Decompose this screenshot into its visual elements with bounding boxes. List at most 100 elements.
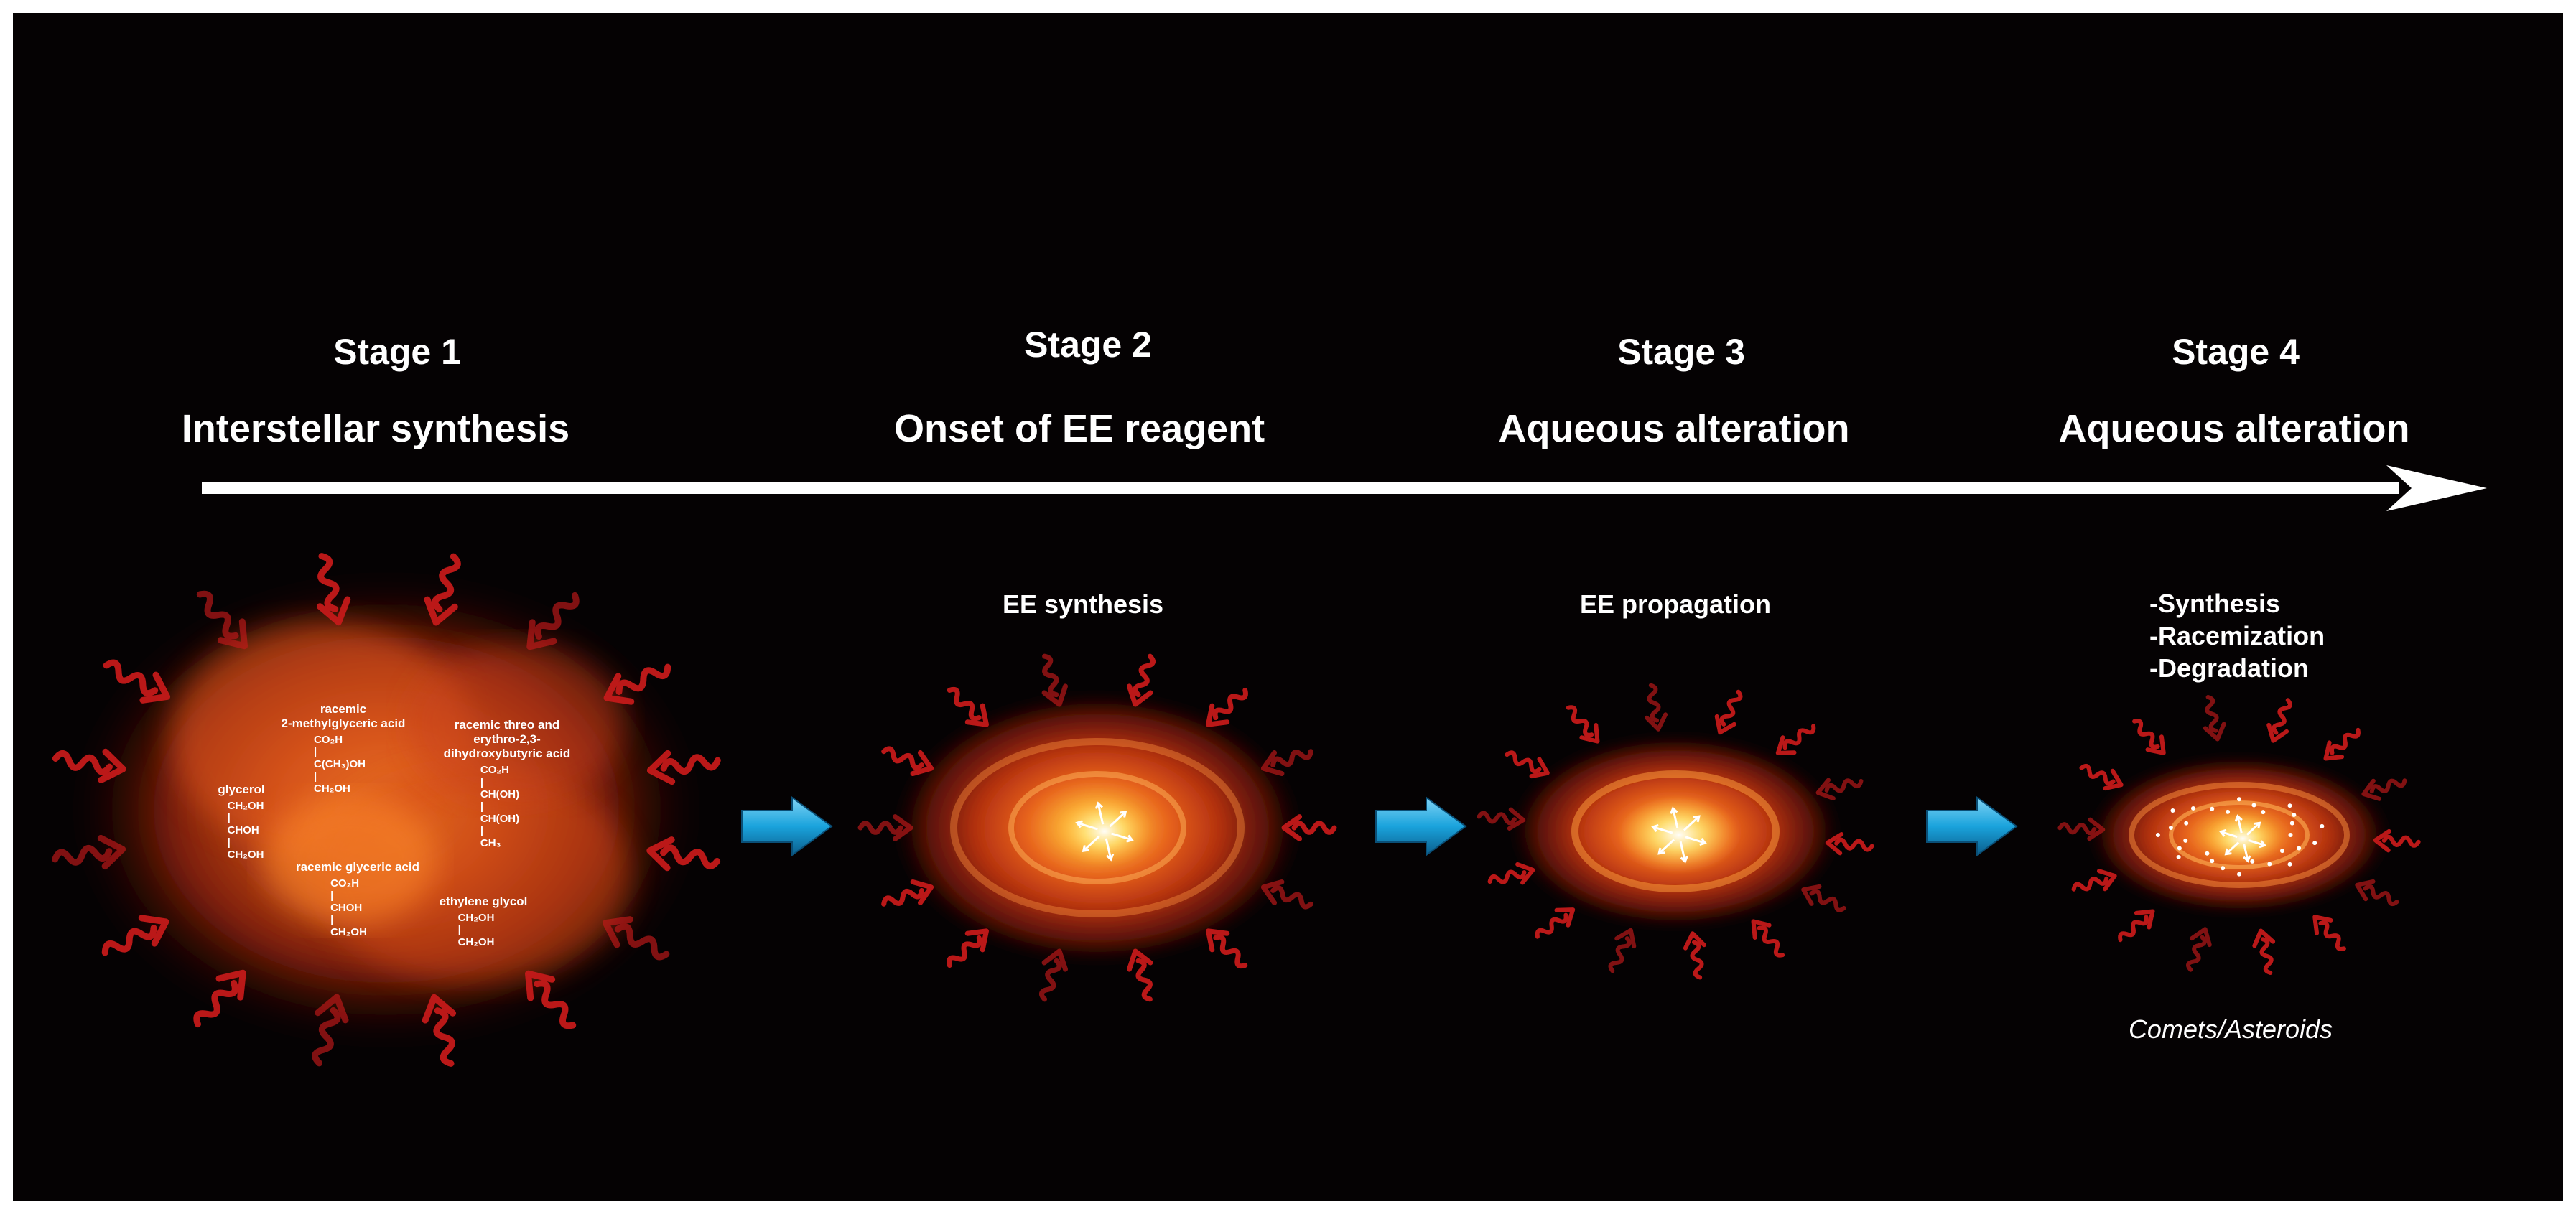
interstellar-cloud [78,580,695,1040]
radiation-arrow [881,746,934,777]
radiation-arrow [1477,807,1526,831]
internal-arrow [2236,816,2243,834]
radiation-arrow [646,750,721,785]
radiation-arrow [525,970,577,1029]
radiation-arrow [316,553,351,626]
radiation-arrow [424,553,461,626]
radiation-arrow [947,686,989,727]
radiation-arrow [2186,927,2212,972]
molecule-formula: CH₂OH | CHOH | CH₂OH [228,800,264,861]
particle-speck [2320,823,2325,828]
transition-arrow-2-3 [1375,796,1467,856]
radiation-arrow [1801,884,1846,912]
formula-line: | [330,890,334,902]
particle-speck [2279,849,2284,854]
outcome-racemization: -Racemization [2149,621,2325,650]
stage-1-title: Interstellar synthesis [181,407,570,450]
molecule-name: glycerol [218,783,265,796]
molecule-formula: CH₂OH | CH₂OH [458,912,495,948]
molecule-ethylene-glycol: ethylene glycol CH₂OH | CH₂OH [422,895,544,949]
formula-line: CH₂OH [330,926,367,938]
internal-arrow [2248,839,2266,846]
formula-line: | [480,800,484,813]
radiation-arrow [1206,928,1248,969]
radiation-arrow [2323,727,2361,761]
radiation-arrow [103,659,171,704]
stage-3-heading: Stage 3 [1617,332,1745,372]
internal-arrow [1672,808,1679,829]
particle-speck [2170,808,2175,813]
radiation-arrow [1535,907,1576,939]
formula-line: | [480,776,484,788]
particle-speck [2237,797,2241,802]
radiation-arrow [52,748,126,783]
internal-arrowhead [2254,821,2261,829]
radiation-arrow [312,994,349,1067]
radiation-arrow [2057,817,2106,841]
ee-propagation-disk [1510,734,1841,928]
molecule-name: erythro-2,3- [473,732,541,746]
stage-1-heading: Stage 1 [333,332,461,372]
internal-arrowhead [1094,801,1104,809]
particle-speck [2155,833,2160,837]
particle-speck [2168,825,2173,830]
stage-2-caption: EE synthesis [1002,589,1164,619]
particle-speck [2176,855,2181,860]
internal-arrowhead [2224,848,2232,856]
internal-arrowhead [1082,845,1089,852]
radiation-arrow [193,969,246,1028]
radiation-arrow [646,836,721,872]
radiation-arrow [2373,828,2421,853]
comets-asteroids-label: Comets/Asteroids [2128,1014,2333,1044]
internal-arrow [1111,832,1133,841]
radiation-arrow [422,994,457,1067]
particle-speck [2267,862,2272,867]
outcome-degradation: -Degradation [2149,653,2310,683]
formula-line: CHOH [227,824,259,836]
radiation-arrow [1645,683,1668,732]
internal-arrowhead [1120,811,1127,818]
formula-line: CH₂OH [457,936,495,948]
radiation-arrow [881,879,934,907]
radiation-arrow [947,928,989,968]
particle-speck [2292,812,2297,817]
internal-arrow [1105,838,1112,860]
formula-line: CHOH [330,902,363,914]
particle-speck [2289,821,2294,826]
formula-line: | [330,914,334,926]
formula-line: CO₂H [480,764,509,776]
formula-line: | [480,825,484,837]
internal-arrowhead [1670,806,1678,814]
radiation-arrow [1126,948,1153,1002]
particle-speck [2250,859,2255,864]
formula-line: | [314,746,317,758]
particle-speck [2251,803,2256,808]
formula-line: | [314,770,317,783]
particle-specks [2155,797,2325,877]
formula-line: CH₃ [480,837,501,849]
internal-arrowhead [1680,856,1688,864]
internal-arrowhead [2259,840,2267,849]
internal-arrow [1082,835,1100,852]
radiation-arrow [602,916,670,961]
radiation-arrow [857,814,913,841]
particle-speck [2205,851,2210,856]
radiation-arrow [2355,879,2399,907]
particle-speck [2312,841,2317,846]
molecule-name: racemic [320,702,367,716]
particle-speck [2237,872,2241,877]
particle-speck [2190,806,2195,811]
particle-speck [2210,806,2215,811]
stage-3-title: Aqueous alteration [1498,407,1850,450]
formula-line: CH₂OH [227,849,264,861]
radiation-arrows [52,553,2421,1067]
formula-line: CH₂OH [314,783,350,795]
timeline-arrow [202,465,2487,511]
radiation-arrow [1038,948,1069,1002]
internal-arrowhead [2243,855,2251,863]
radiation-arrow [1206,687,1248,727]
radiation-arrow [1751,919,1785,958]
stage-4-outcomes: -Synthesis -Racemization -Degradation [2149,587,2325,684]
ee-synthesis-disk [893,691,1302,964]
internal-arrowhead [1105,854,1115,862]
